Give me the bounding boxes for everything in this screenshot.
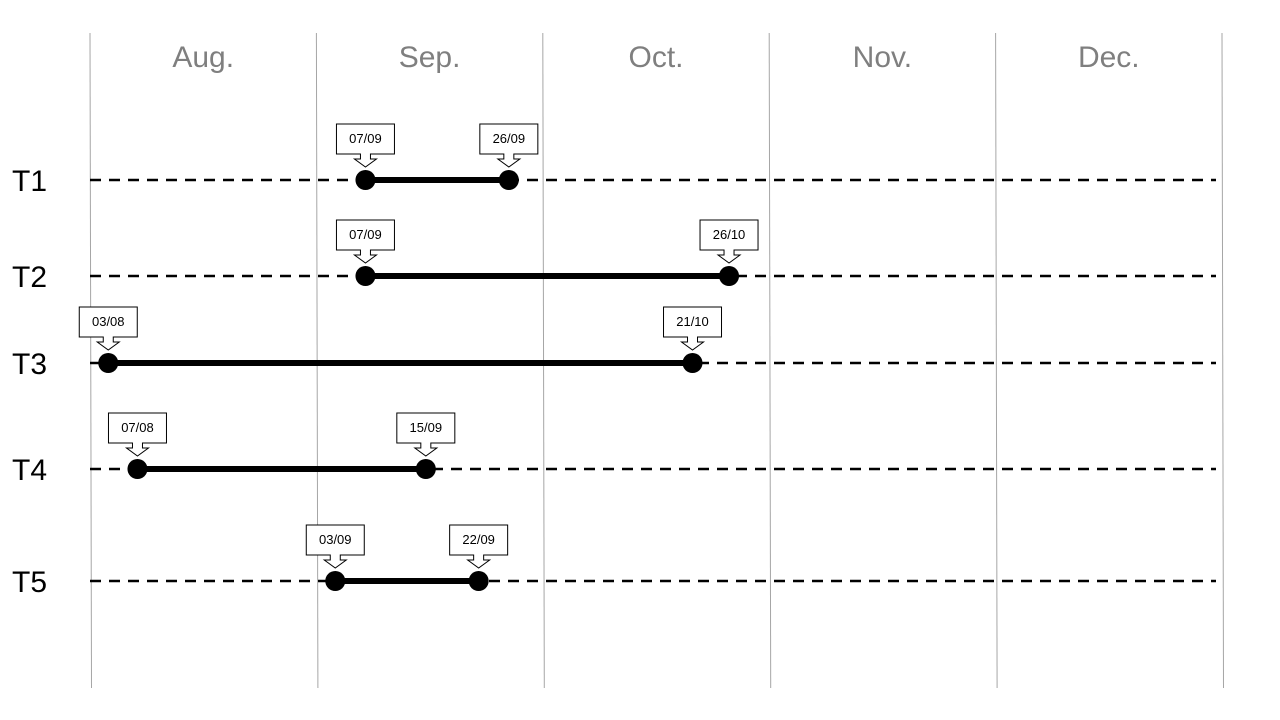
date-callout-label: 07/09 xyxy=(349,227,382,242)
month-label: Sep. xyxy=(399,41,461,74)
date-callout-label: 03/09 xyxy=(319,532,352,547)
date-callout-box xyxy=(335,123,395,168)
date-callout: 03/08 xyxy=(78,306,138,351)
task-end-point xyxy=(498,170,519,190)
task-row: T3 03/08 21/10 xyxy=(12,306,1216,381)
date-callout: 07/09 xyxy=(335,123,395,168)
date-callout-box xyxy=(699,219,759,264)
date-callout: 26/10 xyxy=(699,219,759,264)
month-gridline xyxy=(995,32,998,689)
task-row: T1 07/09 26/09 xyxy=(12,123,1216,198)
date-callout: 21/10 xyxy=(663,306,723,351)
task-end-point xyxy=(468,571,489,591)
task-label: T2 xyxy=(12,261,47,294)
month-label: Nov. xyxy=(853,41,912,74)
task-start-point xyxy=(325,571,346,591)
date-callout: 15/09 xyxy=(396,412,456,457)
month-gridline xyxy=(1221,32,1224,689)
date-callout-box xyxy=(479,123,539,168)
task-label: T4 xyxy=(12,454,47,487)
month-label: Oct. xyxy=(628,41,683,74)
task-label: T5 xyxy=(12,566,47,599)
date-callout-label: 21/10 xyxy=(676,314,709,329)
date-callout-box xyxy=(449,524,509,569)
task-end-point xyxy=(682,353,703,373)
date-callout-box xyxy=(396,412,456,457)
month-labels: Aug. Sep. Oct. Nov. Dec. xyxy=(172,41,1139,74)
task-start-point xyxy=(98,353,119,373)
date-callout-box xyxy=(335,219,395,264)
task-end-point xyxy=(415,459,436,479)
date-callout: 07/09 xyxy=(335,219,395,264)
date-callout-label: 07/08 xyxy=(121,420,154,435)
date-callout: 07/08 xyxy=(107,412,167,457)
date-callout-label: 07/09 xyxy=(349,131,382,146)
task-row: T2 07/09 26/10 xyxy=(12,219,1216,294)
task-row: T4 07/08 15/09 xyxy=(12,412,1216,487)
date-callout-label: 26/10 xyxy=(713,227,746,242)
date-callout-box xyxy=(305,524,365,569)
task-label: T1 xyxy=(12,165,47,198)
date-callout-label: 22/09 xyxy=(462,532,495,547)
date-callout-label: 26/09 xyxy=(493,131,526,146)
task-label: T3 xyxy=(12,348,47,381)
date-callout: 26/09 xyxy=(479,123,539,168)
month-gridline xyxy=(89,32,92,689)
task-start-point xyxy=(355,170,376,190)
date-callout-box xyxy=(107,412,167,457)
date-callout-label: 03/08 xyxy=(92,314,125,329)
date-callout: 03/09 xyxy=(305,524,365,569)
month-gridline xyxy=(768,32,772,689)
task-row: T5 03/09 22/09 xyxy=(12,524,1216,599)
date-callout-label: 15/09 xyxy=(410,420,443,435)
date-callout-box xyxy=(78,306,138,351)
month-label: Aug. xyxy=(172,41,234,74)
task-start-point xyxy=(127,459,148,479)
date-callout: 22/09 xyxy=(449,524,509,569)
date-callout-box xyxy=(663,306,723,351)
task-start-point xyxy=(355,266,376,286)
month-label: Dec. xyxy=(1078,41,1140,74)
task-end-point xyxy=(719,266,740,286)
